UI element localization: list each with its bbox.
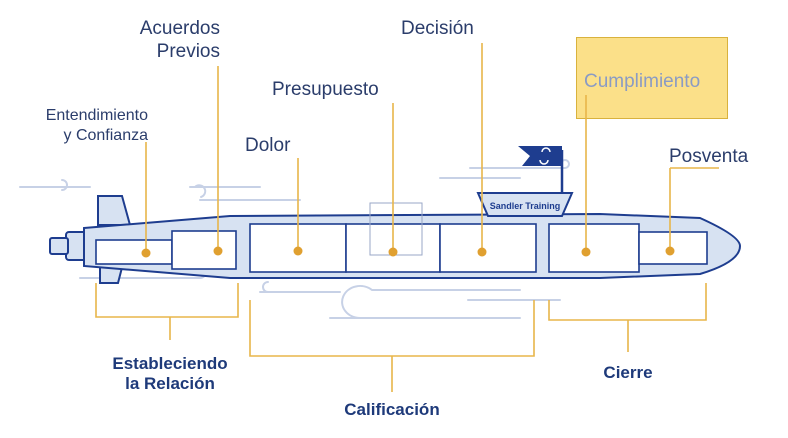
stage-dots — [141, 246, 675, 258]
stage-label-cumplimiento: Cumplimiento — [584, 71, 701, 92]
dot-entendimiento — [141, 248, 151, 258]
dot-decision — [477, 247, 487, 257]
compartment-acuerdos — [171, 230, 237, 270]
stage-label-posventa: Posventa — [669, 146, 749, 167]
compartment-posventa — [638, 231, 708, 265]
stage-label-dolor: Dolor — [245, 135, 291, 156]
dot-posventa — [665, 246, 675, 256]
compartment-entendimiento — [95, 239, 173, 265]
compartment-cumplimiento — [548, 223, 640, 273]
dot-presupuesto — [388, 247, 398, 257]
group-label-calificacion: Calificación — [344, 400, 440, 419]
stage-label-acuerdos: Acuerdos Previos — [139, 18, 220, 62]
dot-cumplimiento — [581, 247, 591, 257]
group-label-cierre: Cierre — [603, 363, 653, 382]
stage-label-entendimiento: Entendimiento y Confianza — [45, 107, 148, 144]
dot-dolor — [293, 246, 303, 256]
dot-acuerdos — [213, 246, 223, 256]
leader-lines — [95, 43, 719, 392]
stage-label-decision: Decisión — [401, 18, 474, 39]
conning-tower: Sandler Training — [476, 146, 574, 217]
group-label-relacion: Estableciendo la Relación — [112, 354, 228, 393]
highlight-box — [576, 37, 728, 119]
stage-label-presupuesto: Presupuesto — [272, 79, 379, 100]
compartments — [95, 223, 708, 273]
compartment-decision — [439, 223, 537, 273]
brand-label: Sandler Training — [490, 201, 561, 211]
